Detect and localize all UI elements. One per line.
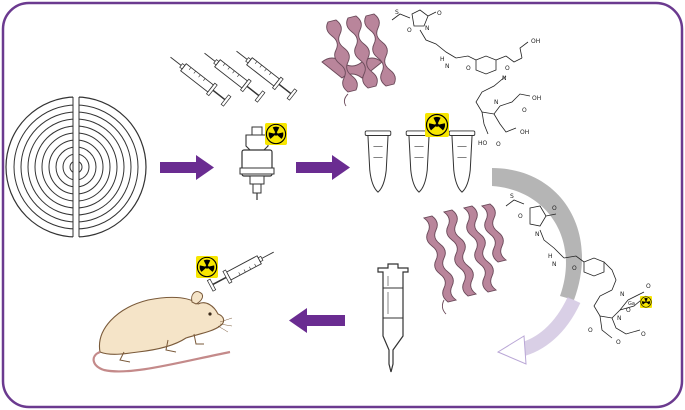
chelator-structure-top bbox=[391, 9, 531, 135]
svg-text:N: N bbox=[445, 63, 450, 70]
radiation-trefoil-icon bbox=[196, 256, 218, 278]
radionuclide-generator-icon bbox=[239, 126, 275, 200]
svg-text:O: O bbox=[466, 65, 471, 72]
svg-text:O: O bbox=[626, 307, 631, 314]
svg-text:O: O bbox=[552, 205, 557, 212]
process-arrow-3 bbox=[289, 308, 345, 333]
purification-cartridge-icon bbox=[377, 263, 409, 373]
svg-text:O: O bbox=[572, 265, 577, 272]
svg-text:N: N bbox=[425, 25, 430, 32]
svg-text:S: S bbox=[395, 9, 399, 16]
svg-text:N: N bbox=[552, 261, 557, 268]
svg-text:S: S bbox=[510, 193, 514, 200]
radiation-trefoil-icon bbox=[640, 296, 652, 308]
svg-text:OH: OH bbox=[531, 38, 540, 45]
helix-protein-icon bbox=[422, 203, 508, 315]
svg-text:N: N bbox=[494, 99, 499, 106]
svg-text:O: O bbox=[505, 65, 510, 72]
svg-text:N: N bbox=[617, 315, 622, 322]
radiation-trefoil-icon bbox=[265, 123, 287, 145]
svg-text:OH: OH bbox=[532, 95, 541, 102]
svg-text:O: O bbox=[437, 10, 442, 17]
svg-text:O: O bbox=[496, 141, 501, 148]
svg-text:N: N bbox=[620, 291, 625, 298]
svg-text:O: O bbox=[616, 339, 621, 346]
helix-protein-icon bbox=[321, 13, 396, 107]
svg-text:N: N bbox=[535, 231, 540, 238]
curved-transition-arrow bbox=[492, 168, 583, 365]
process-arrow-1 bbox=[160, 155, 214, 180]
svg-text:HO: HO bbox=[478, 140, 488, 147]
svg-text:O: O bbox=[522, 107, 527, 114]
svg-text:H: H bbox=[548, 253, 553, 260]
chelator-structure-bottom bbox=[505, 199, 647, 339]
cyclotron-spiral-target-icon bbox=[5, 96, 147, 238]
process-arrow-2 bbox=[296, 155, 350, 180]
svg-text:O: O bbox=[588, 327, 593, 334]
svg-text:OH: OH bbox=[520, 129, 529, 136]
svg-text:O: O bbox=[641, 331, 646, 338]
radiation-trefoil-icon bbox=[425, 113, 449, 137]
svg-text:Ga: Ga bbox=[628, 301, 635, 307]
svg-text:O: O bbox=[646, 283, 651, 290]
svg-text:O: O bbox=[407, 27, 412, 34]
svg-text:H: H bbox=[440, 56, 445, 63]
mouse-icon bbox=[92, 291, 233, 373]
svg-text:O: O bbox=[518, 213, 523, 220]
svg-text:N: N bbox=[502, 75, 507, 82]
